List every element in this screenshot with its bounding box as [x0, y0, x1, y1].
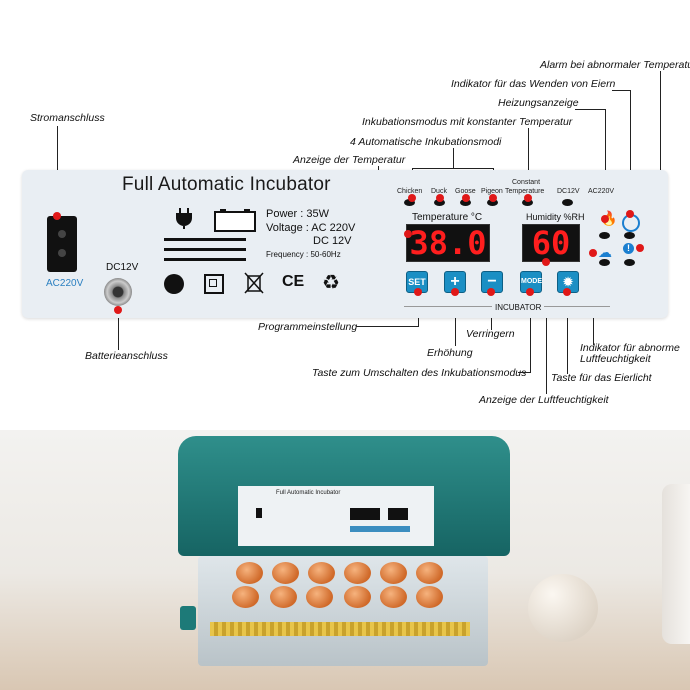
mini-control-panel: Full Automatic Incubator	[238, 486, 434, 546]
recycle-icon: ♻	[322, 272, 340, 294]
label-candling-button: Taste für das Eierlicht	[551, 372, 652, 384]
ce-mark: CE	[282, 273, 305, 290]
label-battery-port: Batterieanschluss	[85, 350, 168, 362]
label-heating-indicator: Heizungsanzeige	[498, 97, 579, 109]
humidity-led	[599, 259, 610, 266]
label-mode-switch-button: Taste zum Umschalten des Inkubationsmodu…	[312, 367, 527, 379]
decorative-egg	[528, 574, 598, 642]
ac-power-socket[interactable]	[47, 216, 77, 272]
spec-voltage-dc: DC 12V	[313, 235, 352, 247]
marker-alarm	[636, 244, 644, 252]
label-increase: Erhöhung	[427, 347, 473, 359]
mode-label-pigeon: Pigeon	[481, 188, 503, 195]
decorative-vase	[662, 484, 690, 644]
dc-symbol-bar	[164, 258, 246, 261]
plug-icon	[172, 206, 196, 235]
mode-label-chicken: Chicken	[397, 188, 423, 195]
ac220v-label: AC220V	[46, 278, 84, 289]
temperature-display: 38.0	[406, 224, 490, 262]
product-photo: Full Automatic Incubator	[0, 430, 690, 690]
marker-mode-goose	[462, 194, 470, 202]
panel-title: Full Automatic Incubator	[122, 174, 331, 195]
marker-egg-turning	[626, 210, 634, 218]
marker-plus-button	[451, 288, 459, 296]
mode-led-duck	[434, 199, 445, 206]
label-humidity-alarm-1: Indikator für abnorme	[580, 342, 680, 354]
spec-power: Power : 35W	[266, 208, 329, 220]
marker-mode-duck	[436, 194, 444, 202]
mode-label-goose: Goose	[455, 188, 476, 195]
marker-humidity-display	[542, 258, 550, 266]
marker-power-port	[53, 212, 61, 220]
mini-title: Full Automatic Incubator	[276, 490, 341, 496]
heating-led	[599, 232, 610, 239]
mode-label-temperature: Temperature	[505, 188, 545, 195]
double-insulation-icon	[204, 274, 224, 294]
marker-minus-button	[487, 288, 495, 296]
mode-led-constant	[522, 199, 533, 206]
marker-battery-port	[114, 306, 122, 314]
humidity-cloud-icon: ☁	[598, 244, 612, 260]
label-alarm-abnormal-temperature: Alarm bei abnormaler Temperatur	[540, 59, 690, 71]
energy-logo-icon	[164, 274, 184, 294]
dc12v-small-label: DC12V	[557, 188, 580, 195]
dc12v-led	[562, 199, 573, 206]
marker-mode-constant	[524, 194, 532, 202]
dc-jack[interactable]	[104, 278, 132, 306]
humidity-display: 60	[522, 224, 580, 262]
alarm-icon: !	[623, 243, 634, 254]
battery-icon	[214, 208, 256, 237]
incubator-label: INCUBATOR	[492, 303, 545, 312]
mode-label-duck: Duck	[431, 188, 447, 195]
mode-led-pigeon	[487, 199, 498, 206]
spec-voltage: Voltage : AC 220V	[266, 222, 356, 234]
marker-humidity-alarm	[589, 249, 597, 257]
turning-roller	[210, 622, 470, 636]
label-temperature-display: Anzeige der Temperatur	[293, 154, 406, 166]
label-egg-turning-indicator: Indikator für das Wenden von Eiern	[451, 78, 616, 90]
spec-frequency: Frequency : 50-60Hz	[266, 250, 341, 259]
ac220v-small-label: AC220V	[588, 188, 615, 195]
temperature-label: Temperature °C	[412, 212, 483, 223]
mode-label-constant: Constant	[512, 179, 541, 186]
mode-led-chicken	[404, 199, 415, 206]
humidity-label: Humidity %RH	[526, 212, 585, 222]
alarm-led	[624, 259, 635, 266]
marker-temperature-display	[404, 230, 412, 238]
marker-set-button	[414, 288, 422, 296]
label-humidity-alarm-2: Luftfeuchtigkeit	[580, 353, 651, 365]
label-constant-temperature-mode: Inkubationsmodus mit konstanter Temperat…	[362, 116, 573, 128]
dc-symbol-bar	[164, 238, 246, 241]
label-auto-incubation-modes: 4 Automatische Inkubationsmodi	[350, 136, 502, 148]
weee-bin-icon	[244, 272, 264, 299]
set-button[interactable]: SET	[406, 271, 428, 293]
light-icon: ✹	[562, 275, 574, 289]
marker-mode-button	[526, 288, 534, 296]
tray-handle	[180, 606, 196, 630]
dc12v-label: DC12V	[106, 262, 139, 273]
turning-led	[624, 232, 635, 239]
mode-led-goose	[460, 199, 471, 206]
label-decrease: Verringern	[466, 328, 515, 340]
dc-symbol-bar	[164, 248, 246, 251]
label-program-setting: Programmeinstellung	[258, 321, 358, 333]
label-power-port: Stromanschluss	[30, 112, 105, 124]
label-humidity-display: Anzeige der Luftfeuchtigkeit	[479, 394, 609, 406]
marker-mode-chicken	[408, 194, 416, 202]
marker-heating	[601, 215, 609, 223]
marker-mode-pigeon	[489, 194, 497, 202]
marker-candling-button	[563, 288, 571, 296]
